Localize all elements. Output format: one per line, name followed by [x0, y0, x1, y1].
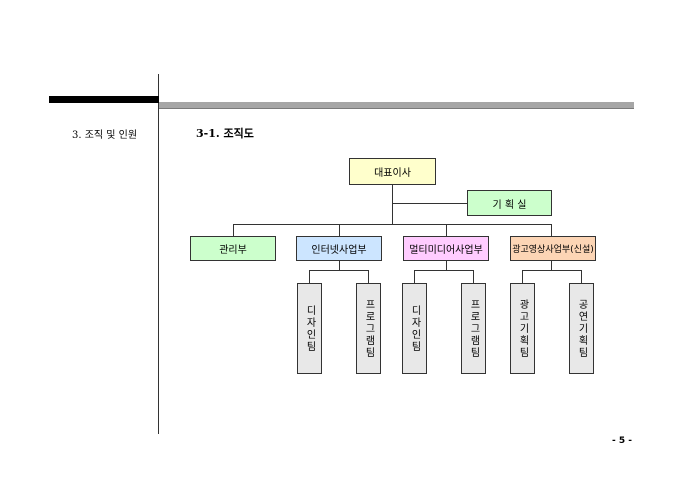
header-black-bar: [49, 96, 159, 103]
team-drop-line: [368, 270, 369, 283]
division-drop-line: [446, 224, 447, 236]
org-node-team: 디자인팀: [297, 283, 322, 374]
planning-branch-line: [392, 203, 467, 204]
team-label: 광고기획팀: [517, 298, 528, 359]
division-drop-line: [339, 224, 340, 236]
org-node-team: 프로그램팀: [461, 283, 486, 374]
vertical-divider: [158, 74, 159, 434]
team-label: 디자인팀: [409, 304, 420, 353]
header-gray-bar: [159, 102, 634, 109]
section-title: 3-1. 조직도: [196, 127, 254, 140]
division-drop-line: [551, 224, 552, 236]
ceo-trunk-line: [392, 185, 393, 224]
org-node-team: 공연기획팀: [569, 283, 594, 374]
org-node-planning: 기 획 실: [467, 190, 552, 216]
team-bus-line: [309, 270, 369, 271]
team-drop-line: [309, 270, 310, 283]
team-drop-line: [581, 270, 582, 283]
org-node-division: 인터넷사업부: [296, 236, 382, 261]
team-stem-line: [551, 261, 552, 271]
org-node-division: 관리부: [190, 236, 276, 261]
team-stem-line: [339, 261, 340, 271]
section-side-label: 3. 조직 및 인원: [72, 130, 138, 141]
team-bus-line: [414, 270, 474, 271]
org-node-team: 광고기획팀: [510, 283, 535, 374]
team-label: 디자인팀: [304, 304, 315, 353]
team-label: 프로그램팀: [363, 298, 374, 359]
org-node-ceo: 대표이사: [349, 158, 436, 185]
team-bus-line: [522, 270, 582, 271]
team-drop-line: [473, 270, 474, 283]
team-drop-line: [414, 270, 415, 283]
team-label: 프로그램팀: [468, 298, 479, 359]
team-drop-line: [522, 270, 523, 283]
page-number: - 5 -: [612, 436, 632, 446]
org-node-division: 멀티미디어사업부: [403, 236, 489, 261]
division-bus-line: [233, 224, 552, 225]
team-stem-line: [446, 261, 447, 271]
org-node-division: 광고영상사업부(신설): [510, 236, 596, 261]
team-label: 공연기획팀: [576, 298, 587, 359]
division-drop-line: [233, 224, 234, 236]
org-node-team: 디자인팀: [402, 283, 427, 374]
org-node-team: 프로그램팀: [356, 283, 381, 374]
